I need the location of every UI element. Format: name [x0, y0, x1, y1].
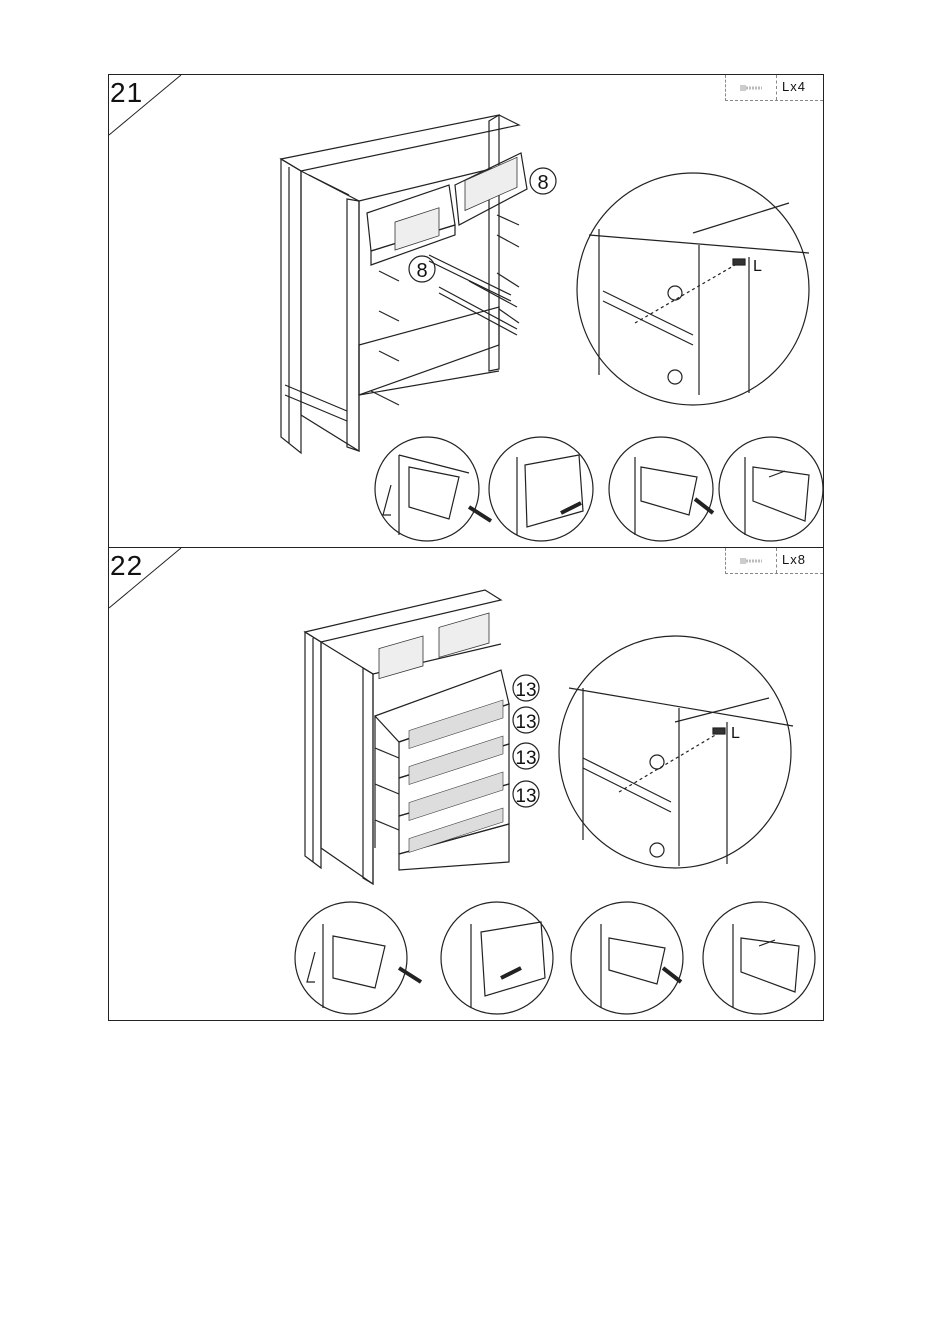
svg-text:13: 13: [515, 680, 536, 701]
part-callout-13: 13: [513, 675, 539, 701]
install-sequence: [375, 437, 823, 541]
step-22-panel: 22 Lx8: [108, 547, 824, 1021]
svg-text:13: 13: [515, 712, 536, 733]
cabinet-drawing: [305, 590, 509, 884]
svg-text:13: 13: [515, 786, 536, 807]
part-callout-13: 13: [513, 781, 539, 807]
install-sequence: [295, 902, 815, 1014]
detail-label: L: [753, 258, 762, 275]
detail-label: L: [731, 725, 740, 742]
part-callout-8: 8: [409, 256, 435, 282]
part-callout-13: 13: [513, 707, 539, 733]
svg-text:8: 8: [537, 172, 548, 194]
assembly-illustration: 8 8 L: [109, 75, 825, 549]
detail-magnifier: L: [577, 173, 809, 405]
step-21-panel: 21 Lx4: [108, 74, 824, 548]
cabinet-drawing: [281, 115, 527, 453]
part-callout-13: 13: [513, 743, 539, 769]
assembly-illustration: 13 13 13 13 L: [109, 548, 825, 1022]
svg-text:8: 8: [416, 260, 427, 282]
detail-magnifier: L: [559, 636, 793, 868]
part-callout-8: 8: [530, 168, 556, 194]
svg-text:13: 13: [515, 748, 536, 769]
